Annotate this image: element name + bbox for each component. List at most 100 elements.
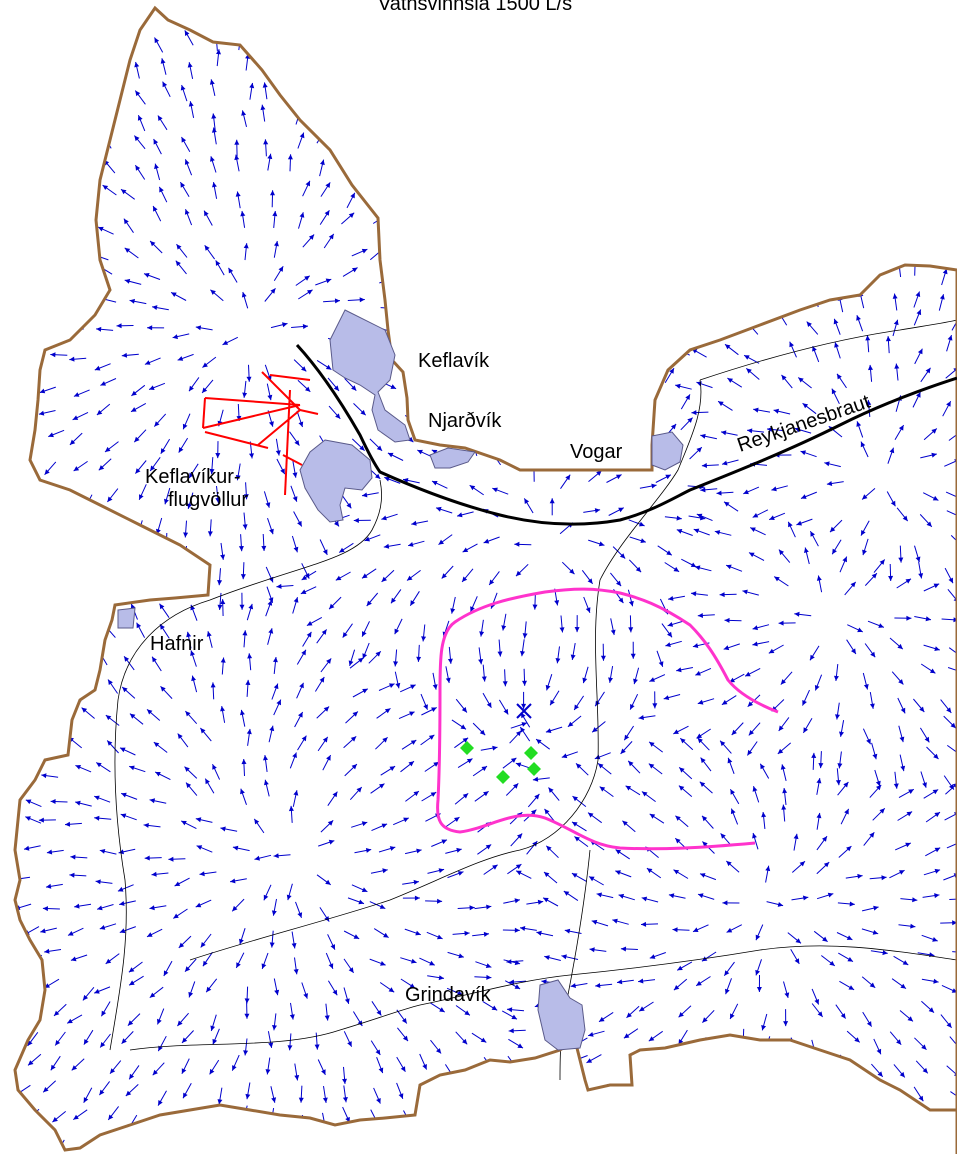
flow-arrow bbox=[700, 757, 712, 772]
flow-arrow bbox=[291, 535, 299, 553]
flow-arrow bbox=[870, 950, 888, 956]
flow-arrow bbox=[348, 649, 356, 667]
map-title: Vatnsvinnsla 1500 L/s bbox=[378, 0, 572, 15]
flow-arrow bbox=[673, 725, 689, 735]
flow-arrow bbox=[215, 260, 225, 276]
flow-arrow bbox=[678, 1005, 692, 1018]
flow-arrow bbox=[133, 429, 147, 443]
flow-arrow bbox=[157, 1035, 167, 1052]
flow-arrow bbox=[796, 518, 813, 526]
airport-runways bbox=[202, 371, 319, 496]
flow-arrow bbox=[826, 481, 844, 486]
flow-arrow bbox=[926, 746, 939, 760]
flow-arrow bbox=[765, 865, 771, 883]
flow-arrow bbox=[300, 586, 317, 595]
flow-arrow bbox=[195, 325, 213, 331]
flow-arrow bbox=[755, 959, 762, 976]
model-boundary bbox=[13, 5, 957, 1154]
flow-arrow bbox=[121, 352, 139, 358]
flow-arrow bbox=[891, 671, 904, 685]
flow-arrow bbox=[625, 785, 641, 796]
flow-arrow bbox=[864, 643, 876, 658]
flow-arrow bbox=[263, 491, 271, 508]
flow-arrow bbox=[294, 711, 304, 728]
flow-arrow bbox=[199, 871, 217, 877]
flow-arrow bbox=[549, 690, 560, 706]
flow-arrow bbox=[583, 508, 601, 514]
flow-arrow bbox=[291, 324, 309, 329]
flow-arrow bbox=[188, 101, 195, 118]
flow-arrow bbox=[482, 692, 492, 709]
flow-arrow bbox=[567, 715, 582, 728]
flow-arrow bbox=[217, 1087, 223, 1105]
flow-arrow bbox=[289, 1002, 295, 1020]
flow-arrow bbox=[210, 156, 217, 173]
flow-arrow bbox=[587, 1030, 605, 1037]
flow-arrow bbox=[235, 463, 241, 481]
wells bbox=[460, 741, 541, 784]
flow-arrow bbox=[351, 438, 365, 451]
flow-arrow bbox=[109, 1060, 122, 1075]
town-hafnir bbox=[117, 607, 136, 629]
flow-arrow bbox=[886, 491, 896, 507]
flow-arrow bbox=[335, 571, 351, 581]
flow-arrow bbox=[724, 343, 739, 356]
flow-arrow bbox=[190, 650, 197, 667]
flow-arrow bbox=[501, 1010, 518, 1020]
flow-arrow bbox=[837, 901, 855, 907]
flow-arrow bbox=[811, 752, 817, 770]
flow-arrow bbox=[649, 674, 666, 682]
flow-arrow bbox=[515, 563, 529, 577]
flow-arrow bbox=[702, 1009, 715, 1023]
flow-arrow bbox=[205, 978, 218, 993]
flow-arrow bbox=[522, 621, 528, 639]
flow-arrow bbox=[215, 486, 221, 504]
flow-arrow bbox=[293, 957, 299, 975]
flow-arrow bbox=[676, 961, 693, 971]
flow-arrow bbox=[370, 783, 385, 794]
flow-arrow bbox=[400, 957, 417, 964]
flow-arrow bbox=[293, 359, 307, 372]
flow-arrow bbox=[327, 934, 336, 950]
flow-arrow bbox=[472, 765, 488, 777]
flow-arrow bbox=[50, 352, 68, 358]
flow-arrow bbox=[648, 763, 663, 775]
flow-arrow bbox=[699, 873, 717, 881]
flow-arrow bbox=[811, 1003, 823, 1018]
flow-arrow bbox=[913, 698, 925, 713]
flow-arrow bbox=[725, 564, 743, 572]
flow-arrow bbox=[472, 931, 490, 937]
flow-arrow bbox=[731, 722, 744, 736]
flow-arrow bbox=[561, 751, 578, 759]
flow-arrow bbox=[545, 674, 553, 691]
flow-arrow bbox=[419, 1053, 428, 1070]
flow-arrow bbox=[863, 831, 875, 846]
flow-arrow bbox=[151, 656, 162, 672]
flow-arrow bbox=[190, 604, 198, 621]
flow-arrow bbox=[778, 620, 796, 626]
flow-arrow bbox=[912, 258, 918, 276]
flow-arrow bbox=[200, 933, 212, 948]
flow-arrow bbox=[153, 413, 167, 427]
flow-arrow bbox=[99, 1033, 111, 1048]
flow-arrow bbox=[396, 1082, 404, 1099]
flow-arrow bbox=[633, 667, 640, 685]
flow-arrow bbox=[771, 485, 788, 492]
flow-arrow bbox=[766, 427, 784, 432]
flow-arrow bbox=[42, 1080, 57, 1093]
flow-arrow bbox=[196, 845, 213, 853]
flow-arrow bbox=[38, 410, 56, 416]
flow-arrow bbox=[445, 816, 460, 828]
flow-arrow bbox=[869, 784, 882, 798]
flow-arrow bbox=[860, 520, 870, 536]
flow-arrow bbox=[267, 153, 273, 171]
flow-arrow bbox=[96, 403, 111, 416]
flow-arrow bbox=[663, 694, 681, 700]
flow-arrow bbox=[544, 955, 561, 961]
flow-arrow bbox=[946, 840, 957, 849]
flow-arrow bbox=[501, 613, 507, 631]
flow-arrow bbox=[181, 1058, 190, 1075]
flow-arrow bbox=[295, 275, 310, 286]
flow-arrow bbox=[869, 692, 875, 709]
flow-arrow bbox=[202, 951, 213, 967]
